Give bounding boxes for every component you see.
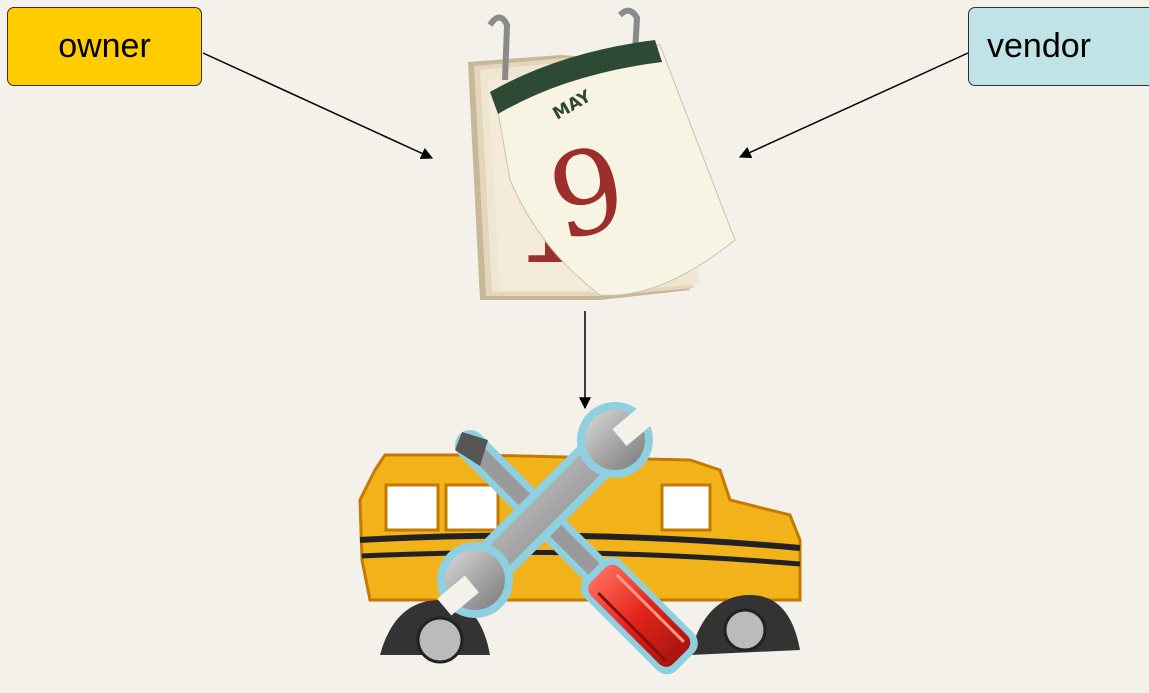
owner-to-calendar-arrow (203, 53, 432, 158)
tear-off-calendar-icon: 1 MAY 9 (468, 11, 735, 300)
vendor-to-calendar-arrow (740, 53, 968, 157)
